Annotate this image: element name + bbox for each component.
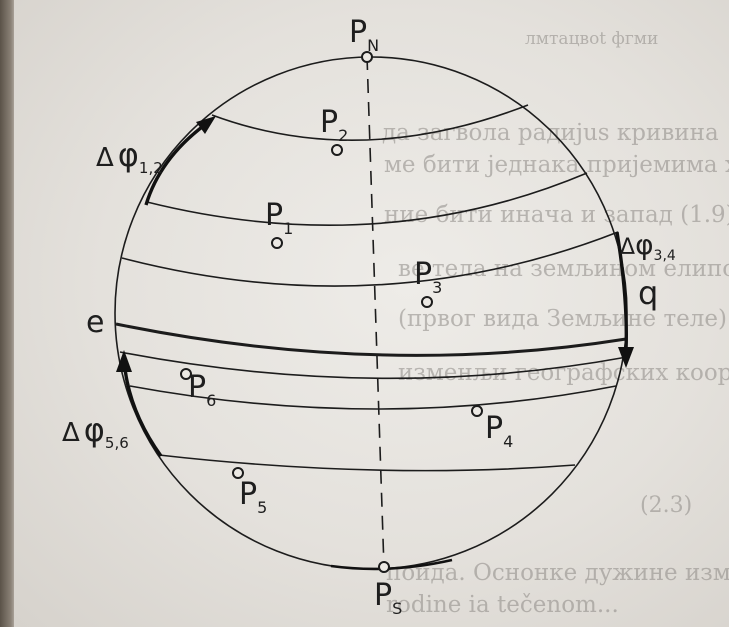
label-PN: PN — [349, 15, 379, 55]
parallel-6 — [129, 385, 617, 410]
point-P6-marker — [180, 368, 192, 380]
point-PS-marker — [378, 561, 390, 573]
bleed-line-4: ве тела на земљином елипсоиду (1.9) — [398, 256, 729, 282]
bleed-line-2: ме бити једнака пријемима xao — [384, 152, 729, 178]
polar-axis — [366, 55, 385, 569]
label-P5: P5 — [239, 477, 267, 517]
arc-delta56 — [122, 359, 163, 457]
label-P2: P2 — [320, 105, 348, 145]
bleed-through-text: лмтацвоt фгми да загвола радиjus кривина… — [382, 29, 729, 618]
bleed-line-6: изменљи географских координата — [398, 360, 729, 386]
bleed-top-right: лмтацвоt фгми — [525, 29, 658, 49]
label-delta34: Δφ3,4 — [620, 228, 676, 264]
bleed-line-7: (2.3) — [640, 493, 692, 518]
point-markers — [180, 51, 483, 573]
parallel-2 — [146, 172, 588, 226]
point-P2-marker — [331, 144, 343, 156]
equator-labels: e q — [86, 274, 658, 340]
parallels — [115, 104, 628, 472]
label-P4: P4 — [485, 411, 513, 451]
bleed-line-1: да загвола радиjus кривина — [382, 120, 719, 146]
arc-delta34 — [615, 231, 628, 351]
parallel-1 — [211, 104, 529, 141]
bleed-line-5: (првог вида Земљине теле) вуби — [398, 306, 729, 332]
arc-south-pole — [330, 558, 453, 571]
point-P1-marker — [271, 237, 283, 249]
label-q: q — [638, 274, 658, 312]
page-paper — [14, 0, 729, 627]
point-P4-marker — [471, 405, 483, 417]
parallel-5 — [119, 351, 628, 380]
label-P1: P1 — [265, 198, 293, 238]
point-PN-marker — [361, 51, 373, 63]
book-gutter — [0, 0, 18, 627]
point-P5-marker — [232, 467, 244, 479]
label-P6: P6 — [188, 370, 216, 410]
arrowhead-delta34 — [618, 347, 634, 368]
point-labels: PN P2 P1 P3 P6 P4 P5 PS — [188, 15, 513, 618]
arrowhead-delta12 — [196, 116, 216, 134]
parallel-3 — [121, 231, 619, 287]
label-e: e — [86, 305, 104, 340]
point-P3-marker — [421, 296, 433, 308]
bleed-line-3: ние бити инача и запад (1.9) — [384, 202, 729, 228]
arc-delta12 — [144, 122, 208, 206]
equator — [115, 322, 627, 357]
parallel-7 — [158, 454, 576, 472]
bleed-line-9: rodine ia tečenom... — [386, 592, 619, 618]
arrowhead-delta56 — [116, 350, 132, 372]
label-P3: P3 — [414, 257, 442, 297]
bleed-line-8: поида. Оснонке дужине између гео- — [386, 560, 729, 586]
arrowheads — [116, 116, 634, 372]
label-PS: PS — [374, 578, 402, 618]
